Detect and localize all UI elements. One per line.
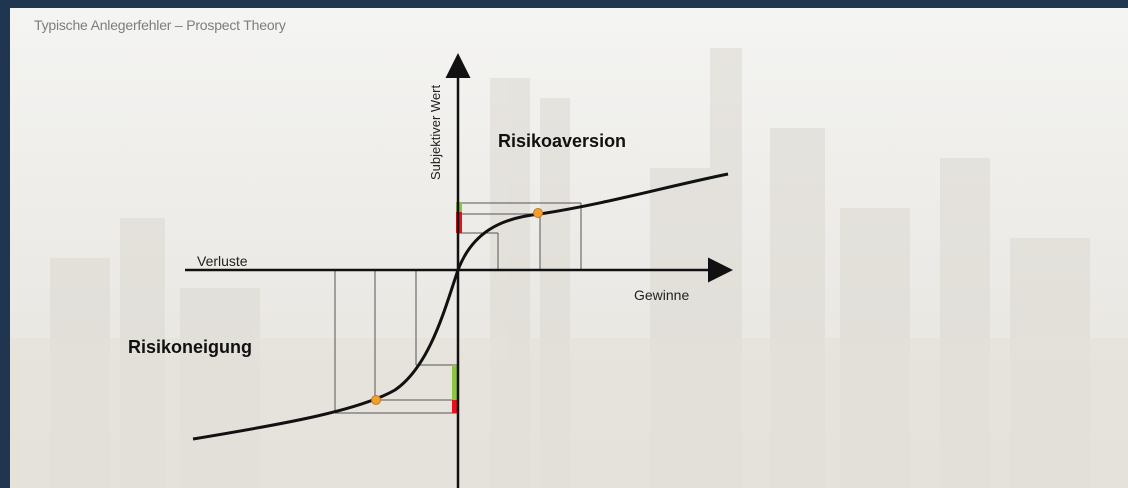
loss-green-bar bbox=[452, 365, 458, 400]
slide: Typische Anlegerfehler – Prospect Theory bbox=[10, 8, 1128, 488]
region-gain-label: Risikoaversion bbox=[498, 131, 626, 151]
slide-title: Typische Anlegerfehler – Prospect Theory bbox=[34, 17, 286, 33]
loss-red-bar bbox=[452, 400, 458, 413]
x-axis-positive-label: Gewinne bbox=[634, 287, 689, 303]
gain-guide-lines bbox=[458, 202, 582, 270]
value-function-curve bbox=[192, 172, 729, 441]
loss-marker-point bbox=[371, 395, 381, 405]
x-axis-negative-label: Verluste bbox=[197, 253, 248, 269]
gain-marker-point bbox=[533, 208, 543, 218]
city-skyline-background bbox=[10, 48, 1128, 488]
prospect-theory-diagram: Subjektiver Wert Gewinne Verluste Risiko… bbox=[128, 53, 733, 488]
region-loss-label: Risikoneigung bbox=[128, 337, 252, 357]
y-axis-label: Subjektiver Wert bbox=[428, 84, 443, 180]
loss-guide-lines bbox=[334, 270, 458, 414]
